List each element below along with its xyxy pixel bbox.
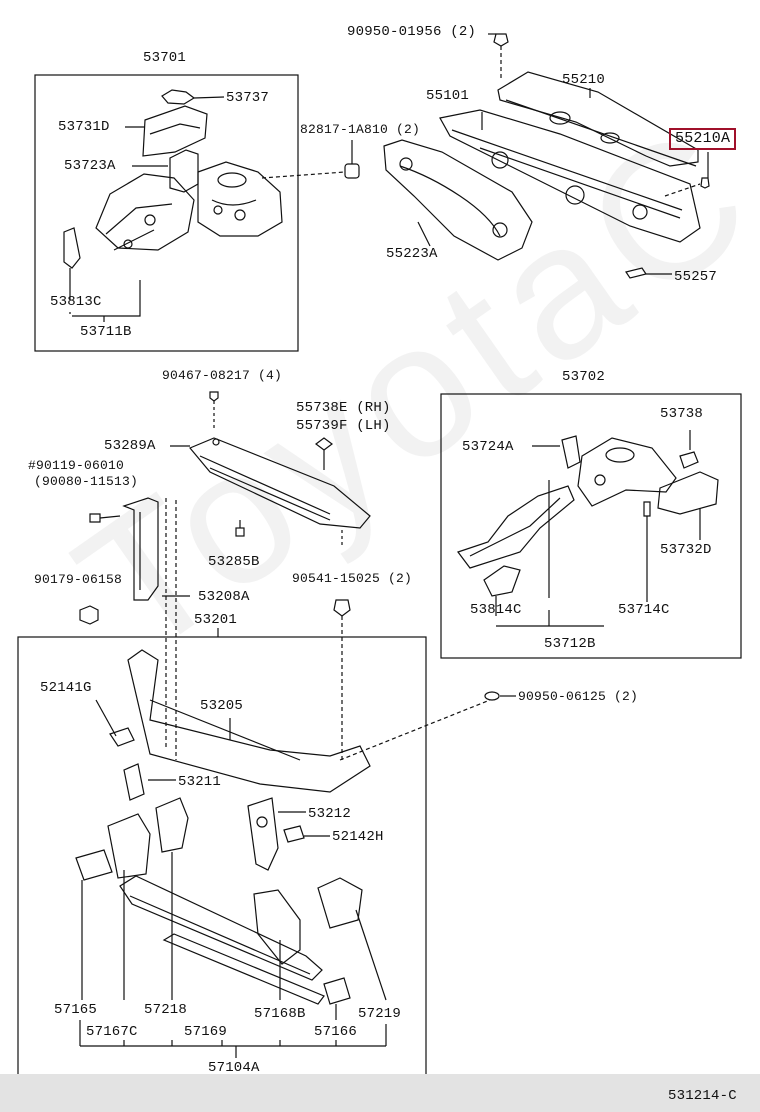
part-53208a	[122, 497, 190, 601]
part-52142h	[283, 825, 330, 843]
label-53732d: 53732D	[660, 542, 712, 558]
part-53738	[679, 430, 699, 469]
part-55210	[497, 71, 699, 167]
part-55738e	[315, 437, 333, 470]
label-55739f: 55739F (LH)	[296, 418, 391, 434]
label-55257: 55257	[674, 269, 718, 285]
part-53205	[127, 649, 371, 793]
label-53712b: 53712B	[544, 636, 596, 652]
part-90541	[333, 599, 351, 760]
box-53701	[34, 74, 299, 352]
part-53731d	[125, 105, 208, 157]
part-55101	[439, 109, 701, 243]
label-53711b: 53711B	[80, 324, 132, 340]
label-90541: 90541-15025 (2)	[292, 571, 413, 586]
label-82817: 82817-1A810 (2)	[300, 122, 421, 137]
part-53211	[123, 763, 176, 801]
label-55210a: 55210A	[669, 128, 737, 150]
part-52141g	[109, 727, 135, 747]
diagram-code: 531214-C	[668, 1088, 737, 1104]
part-53724a	[532, 435, 581, 469]
part-90119	[89, 513, 121, 523]
part-57219	[317, 877, 387, 1001]
label-53701: 53701	[143, 50, 187, 66]
label-90950-06125: 90950-06125 (2)	[518, 689, 639, 704]
part-57168b	[253, 889, 301, 1000]
label-55101: 55101	[426, 88, 470, 104]
part-82817	[344, 140, 360, 179]
label-52142h: 52142H	[332, 829, 384, 845]
part-53285b	[235, 520, 245, 537]
label-53205: 53205	[200, 698, 244, 714]
label-90080: (90080-11513)	[34, 474, 139, 489]
part-53732d	[657, 471, 719, 540]
part-90950-top-bolt	[488, 33, 509, 80]
label-55738e: 55738E (RH)	[296, 400, 391, 416]
part-55223a	[383, 139, 533, 261]
label-90467: 90467-08217 (4)	[162, 368, 283, 383]
label-53731d: 53731D	[58, 119, 110, 135]
label-55223a: 55223A	[386, 246, 438, 262]
label-57167c: 57167C	[86, 1024, 138, 1040]
label-90179: 90179-06158	[34, 572, 123, 587]
label-55210: 55210	[562, 72, 606, 88]
part-90950-b	[484, 691, 516, 701]
part-53813c	[63, 227, 81, 314]
label-57168b: 57168B	[254, 1006, 306, 1022]
label-53738: 53738	[660, 406, 704, 422]
label-53737: 53737	[226, 90, 270, 106]
label-53289a: 53289A	[104, 438, 156, 454]
part-shock-tower-left	[197, 161, 283, 237]
footer-bar	[0, 1074, 760, 1112]
label-53212: 53212	[308, 806, 352, 822]
label-57219: 57219	[358, 1006, 402, 1022]
label-57165: 57165	[54, 1002, 98, 1018]
label-53211: 53211	[178, 774, 222, 790]
label-53702: 53702	[562, 369, 606, 385]
label-57169: 57169	[184, 1024, 228, 1040]
part-53212	[247, 797, 306, 871]
label-53285b: 53285B	[208, 554, 260, 570]
label-53814c: 53814C	[470, 602, 522, 618]
part-53289a	[170, 437, 371, 529]
label-52141g: 52141G	[40, 680, 92, 696]
part-shock-tower-right	[577, 437, 677, 507]
part-53714c	[643, 501, 651, 602]
part-53723a	[132, 149, 199, 193]
label-53724a: 53724A	[462, 439, 514, 455]
part-55210a-clip	[664, 152, 710, 197]
part-57165	[75, 849, 113, 1000]
part-57166	[323, 977, 351, 1020]
part-90179	[79, 605, 99, 625]
label-57104a: 57104A	[208, 1060, 260, 1076]
part-53737	[161, 89, 225, 105]
label-53813c: 53813C	[50, 294, 102, 310]
label-53714c: 53714C	[618, 602, 670, 618]
part-53711b	[95, 173, 195, 251]
part-55257	[625, 267, 672, 279]
part-57104a	[119, 875, 325, 1005]
part-57218	[155, 797, 189, 1000]
label-90119: #90119-06010	[28, 458, 125, 473]
label-57166: 57166	[314, 1024, 358, 1040]
label-53208a: 53208A	[198, 589, 250, 605]
part-53814c	[483, 565, 521, 616]
part-57167c	[107, 813, 151, 1000]
part-53712b	[457, 480, 575, 598]
label-53723a: 53723A	[64, 158, 116, 174]
label-57218: 57218	[144, 1002, 188, 1018]
label-53201: 53201	[194, 612, 238, 628]
part-90467	[209, 391, 219, 428]
box-53702	[440, 393, 742, 659]
label-90950-01956: 90950-01956 (2)	[347, 24, 477, 40]
